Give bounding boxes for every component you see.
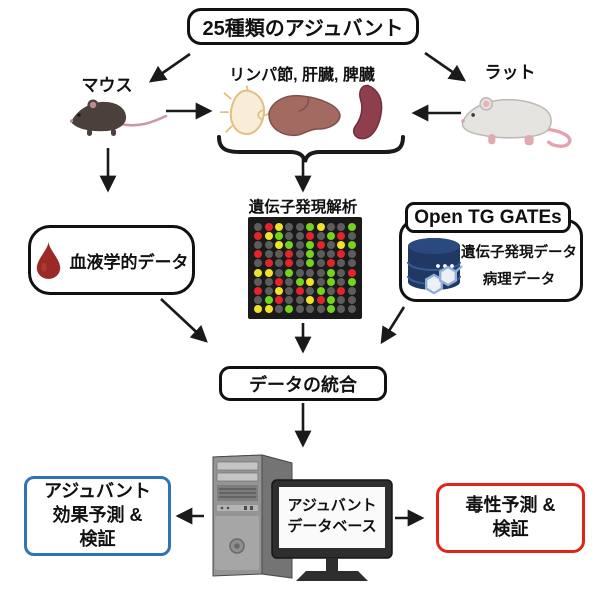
computer-icon [212,454,393,581]
effect-line3: 検証 [79,528,116,549]
toxicity-line2: 検証 [492,519,529,539]
monitor-line1: アジュバント [287,497,377,514]
database-icon [407,238,463,295]
data-integration-box: データの統合 [219,366,387,401]
mouse-icon [69,99,168,136]
organs-label: リンパ節, 肝臓, 脾臓 [229,67,375,84]
effect-prediction-box: アジュバント 効果予測 & 検証 [24,476,171,556]
open-tg-gates-title: Open TG GATEs [414,206,562,228]
rat-icon [461,97,572,148]
effect-line1: アジュバント [44,481,151,502]
hematology-label: 血液学的データ [69,252,189,272]
toxicity-line1: 毒性予測 & [465,495,556,516]
rat-label: ラット [484,63,536,82]
monitor-line2: データベース [287,518,377,535]
molecule-icon [425,265,463,295]
liver-icon [268,94,341,137]
hematology-box: 血液学的データ [28,225,195,295]
spleen-icon [352,84,383,140]
tg-gene-data-label: 遺伝子発現データ [461,245,577,261]
monitor-screen-text: アジュバント データベース [279,495,385,537]
arrow-blood-to-integration [160,298,208,343]
data-integration-label: データの統合 [249,374,357,395]
arrow-tggates-to-integration [380,306,406,345]
toxicity-prediction-box: 毒性予測 & 検証 [436,483,585,553]
mouse-label: マウス [81,76,133,95]
blood-drop-icon [36,242,60,279]
gene-expression-label: 遺伝子発現解析 [248,199,358,216]
computer-monitor [271,479,393,581]
microarray-image [248,217,362,319]
adjuvants-title-box: 25種類のアジュバント [187,8,419,45]
adjuvants-title: 25種類のアジュバント [202,18,404,40]
arrow-top-to-rat [424,51,467,82]
open-tg-gates-title-box: Open TG GATEs [405,202,571,233]
effect-line2: 効果予測 & [52,505,143,526]
tg-pathology-data-label: 病理データ [482,272,556,288]
lymph-node-icon [220,85,270,135]
